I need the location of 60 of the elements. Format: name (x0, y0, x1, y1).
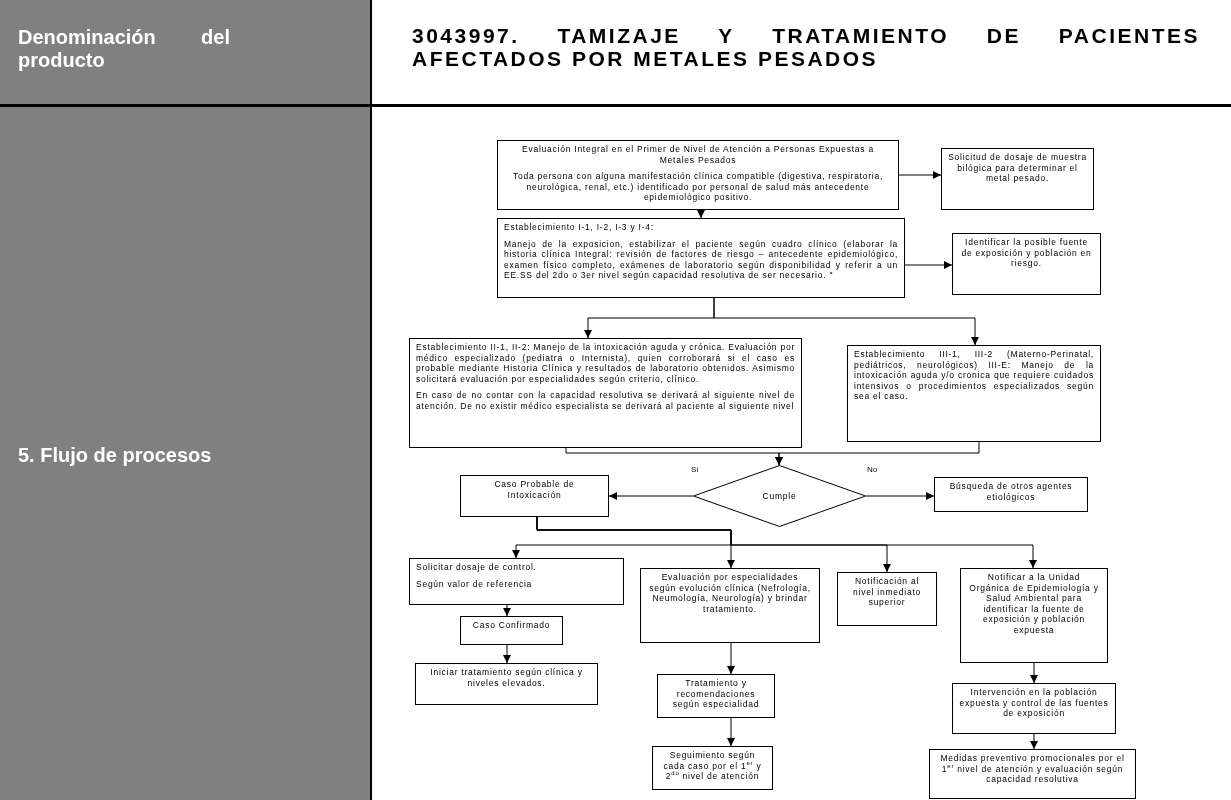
box-text: Búsqueda de otros agentes etiológicos (948, 481, 1074, 502)
process-box (960, 568, 1108, 663)
arrow (697, 209, 705, 219)
process-box (929, 749, 1136, 799)
row-header: 5. Flujo de procesos (0, 107, 370, 800)
process-box (460, 475, 609, 517)
box-text: Intervención en la población expuesta y control de las fuentes de exposición (959, 687, 1109, 719)
box-text: Solicitud de dosaje de muestra bilógica para determinar el metal pesado. (948, 152, 1087, 184)
process-box (847, 345, 1101, 442)
arrow (904, 261, 953, 269)
box-text: Medidas preventivo promocionales por el 1$^{er}$ nivel de atención y evaluación según capacidad resolutiva (939, 753, 1126, 785)
arrow (865, 492, 935, 500)
arrow (503, 644, 511, 664)
arrow (503, 604, 511, 617)
box-text: Notificar a la Unidad Orgánica de Epidemiología y Salud Ambiental para identificar la fuente de exposición y población expuesta (968, 572, 1100, 635)
box-text: Según valor de referencia (416, 578, 534, 589)
process-box (640, 568, 820, 643)
process-box (934, 477, 1088, 512)
arrow (775, 441, 980, 466)
edge-label: Sí (690, 465, 700, 474)
box-text: Notificación al nivel inmediato superior (852, 576, 922, 608)
box-text: Caso Probable de Intoxicación (493, 479, 576, 500)
arrow (727, 642, 735, 675)
arrow (608, 492, 694, 500)
process-box (497, 218, 905, 298)
arrow (713, 297, 979, 346)
box-text: Tratamiento y recomendaciones según especialidad (671, 678, 761, 710)
box-text: Manejo de la exposicion, estabilizar el paciente según cuadro clínico (elaborar la historia clínica Integral: revisión de factores de riesgo – antecedente epidemiológico, examen físico completo, exámenes de laboratorio según disponibilidad y referir a un EE.SS del 2do o 3er nivel según capacidad resolutiva de ser necesario. " (504, 238, 898, 281)
arrow (898, 171, 942, 179)
box-heading: Evaluación Integral en el Primer de Nivel de Atención a Personas Expuestas a Metales Pesados (521, 144, 875, 165)
process-box (952, 233, 1101, 295)
box-text: Toda persona con alguna manifestación clínica compatible (digestiva, respiratoria, neurológica, renal, etc.) identificado por personal de salud más antecedente epidemiológico positivo. (511, 171, 884, 203)
box-text: Iniciar tratamiento según clínica y niveles elevados. (429, 667, 584, 688)
arrow (536, 516, 1037, 569)
process-box (652, 746, 773, 790)
process-box (941, 148, 1094, 210)
box-text: Identificar la posible fuente de exposición y población en riesgo. (960, 237, 1093, 269)
arrow (1030, 662, 1038, 684)
box-text: En caso de no contar con la capacidad resolutiva se derivará al siguiente nivel de atención. De no existir médico especialista se derivará al paciente al siguiente nivel (416, 390, 795, 411)
box-heading: Establecimiento I-1, I-2, I-3 y I-4: (504, 222, 655, 233)
box-text: Establecimiento III-1, III-2 (Materno-Perinatal, pediátricos, neurológicos) III-E: Manejo de la intoxicación aguda y/o cronica que requiere cuidados intensivos o procedimientos especializados según sea el caso. (854, 349, 1094, 402)
arrow (1030, 733, 1038, 750)
box-heading: Solicitar dosaje de control. (416, 562, 538, 573)
box-heading: Establecimiento II-1, II-2: Manejo de la intoxicación aguda y crónica. Evaluación por médico especializado (pediatra o Internista), quien corroborará si el caso es probable mediante Historia Clínica y resultados de laboratorio obtenidos. Asimismo solicitará evaluación por especialidades según criterio, clínico. (416, 342, 795, 384)
edge-label: No (866, 465, 879, 474)
process-box (657, 674, 775, 718)
process-box (952, 683, 1116, 734)
process-box (460, 616, 563, 645)
box-text: Cumple (761, 490, 798, 502)
box-text: Seguimiento según cada caso por el 1$^{er}$ y 2$^{do}$ nivel de atención (662, 750, 763, 782)
process-box (409, 338, 802, 448)
box-text: Evaluación por especialidades según evolución clínica (Nefrología, Neumología, Neurología) y brindar tratamiento. (648, 572, 812, 614)
product-title: 3043997. TAMIZAJE Y TRATAMIENTO DE PACIENTES AFECTADOS POR METALES PESADOS (411, 23, 1201, 72)
process-box (415, 663, 598, 705)
process-box (497, 140, 899, 210)
box-text: Caso Confirmado (471, 620, 552, 631)
process-box (409, 558, 624, 605)
arrow (727, 717, 735, 747)
process-box (837, 572, 937, 626)
row-header: Denominación del producto (0, 0, 370, 104)
